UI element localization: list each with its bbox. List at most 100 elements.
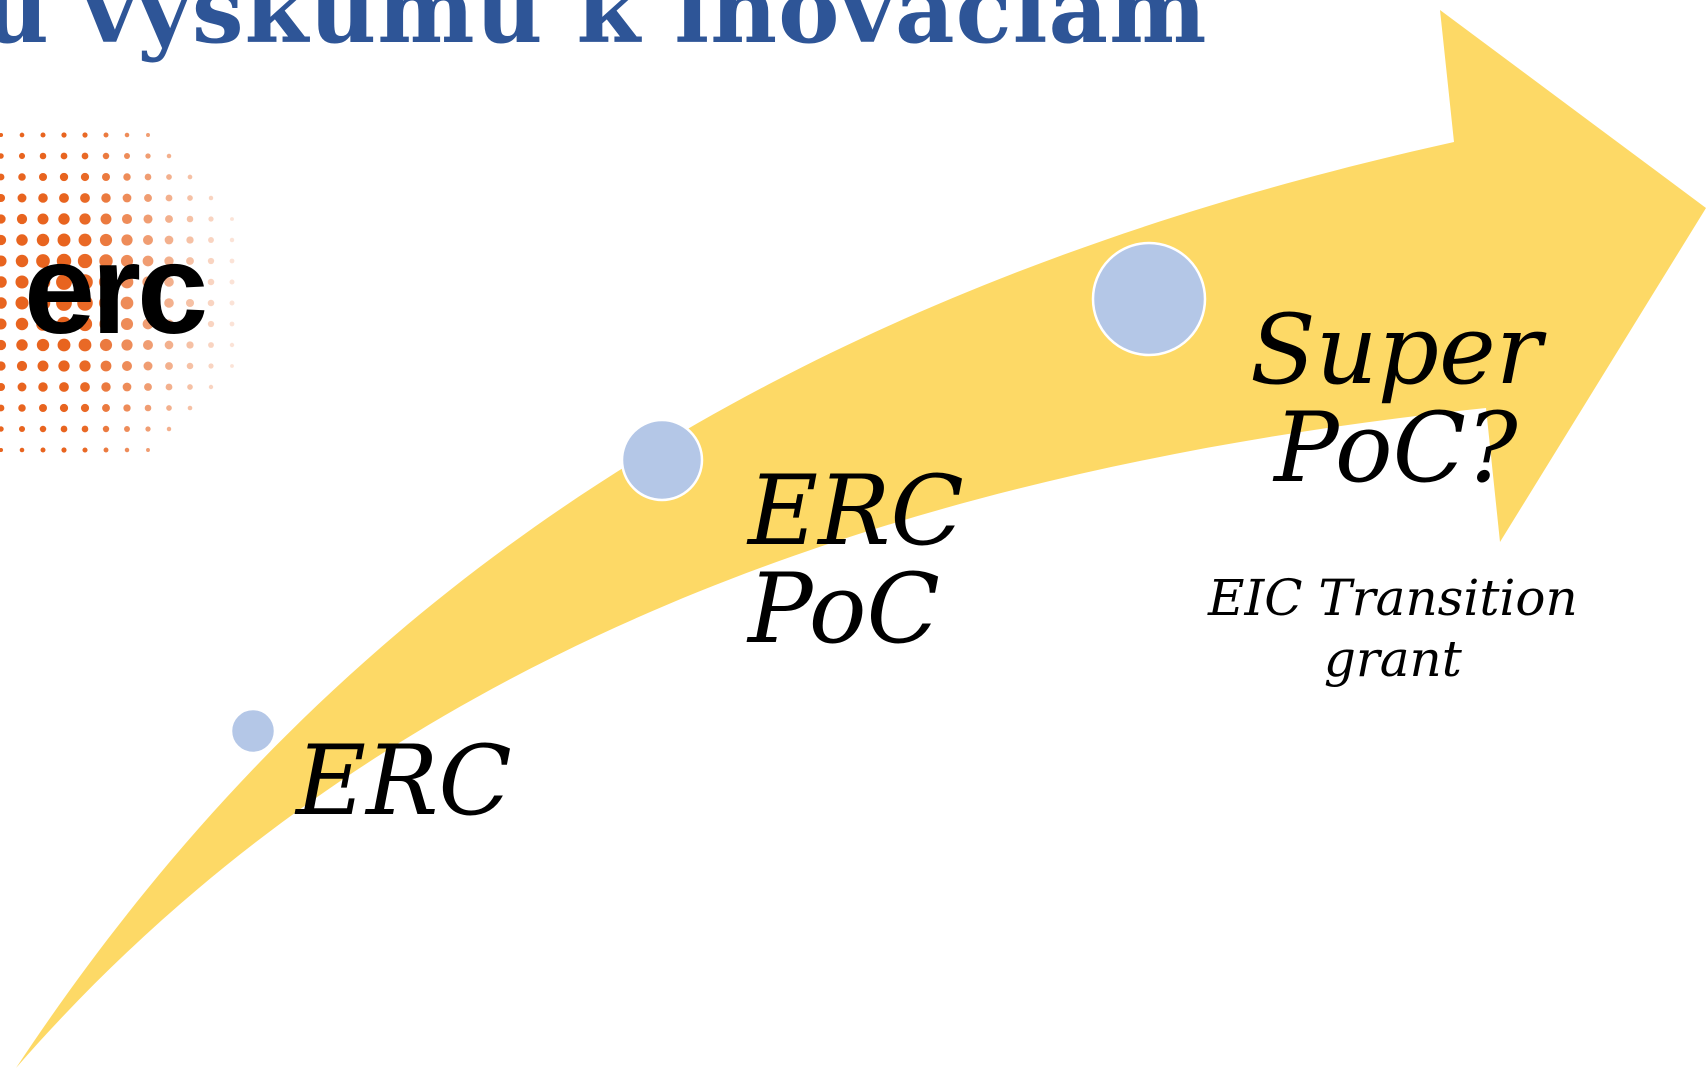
logo-dot xyxy=(35,274,51,290)
logo-dot xyxy=(143,361,153,371)
stage-label-line: Super xyxy=(1250,294,1542,406)
erc-logo-dots xyxy=(0,132,235,453)
logo-dot xyxy=(102,152,110,160)
logo-dot xyxy=(166,153,172,159)
logo-dot xyxy=(39,425,47,433)
logo-dot xyxy=(0,214,6,224)
logo-dot xyxy=(60,152,68,160)
logo-dot xyxy=(124,426,130,432)
logo-dot xyxy=(0,234,7,246)
logo-dot xyxy=(99,233,113,247)
logo-dot xyxy=(80,382,90,392)
logo-dot xyxy=(36,254,50,268)
logo-dot xyxy=(229,279,235,285)
logo-dot xyxy=(0,153,4,159)
logo-dot xyxy=(59,403,69,413)
logo-dot xyxy=(80,193,90,203)
logo-dot xyxy=(166,426,172,432)
stage-note-line: grant xyxy=(1323,630,1462,688)
logo-dot xyxy=(61,132,67,138)
logo-dot xyxy=(120,254,134,268)
logo-dot xyxy=(57,338,71,352)
logo-dot xyxy=(0,297,7,309)
logo-dot xyxy=(207,257,215,265)
logo-dot xyxy=(38,382,48,392)
logo-dot xyxy=(185,298,195,308)
logo-dot xyxy=(56,295,72,311)
logo-dot xyxy=(145,153,151,159)
logo-dot xyxy=(229,237,235,243)
logo-dot xyxy=(120,275,134,289)
logo-dot xyxy=(99,254,113,268)
curved-arrow xyxy=(16,10,1706,1068)
logo-dot xyxy=(164,319,174,329)
logo-dot xyxy=(0,173,5,181)
logo-dot xyxy=(17,382,27,392)
logo-dot xyxy=(121,213,133,225)
logo-dot xyxy=(36,338,50,352)
logo-dot xyxy=(103,447,109,453)
stage-label-super-poc: Super PoC? xyxy=(1250,294,1542,498)
logo-dot xyxy=(36,317,50,331)
logo-dot xyxy=(123,173,131,181)
logo-dot xyxy=(142,234,154,246)
logo-dot xyxy=(229,321,235,327)
logo-dot xyxy=(17,193,27,203)
logo-dot xyxy=(121,234,133,246)
logo-dot xyxy=(165,362,173,370)
logo-dot xyxy=(77,253,93,269)
logo-dot xyxy=(0,318,7,330)
logo-dot xyxy=(230,217,234,221)
logo-dot xyxy=(208,237,214,243)
stage-note-eic-transition: EIC Transition grant xyxy=(1208,568,1578,690)
erc-logo-text: erc xyxy=(24,218,208,361)
slide-title: u výskumu k inováciám xyxy=(0,0,1208,64)
logo-dot xyxy=(165,383,173,391)
logo-dot xyxy=(100,360,112,372)
logo-dot xyxy=(186,257,194,265)
logo-dot xyxy=(186,341,194,349)
logo-dot xyxy=(0,255,7,267)
logo-dot xyxy=(59,193,69,203)
stage-note-line: EIC Transition xyxy=(1208,569,1578,627)
logo-dot xyxy=(166,405,172,411)
logo-dot xyxy=(79,360,91,372)
logo-dot xyxy=(187,405,193,411)
logo-dot xyxy=(99,338,113,352)
logo-dot xyxy=(208,363,214,369)
logo-dot xyxy=(56,274,72,290)
logo-dot xyxy=(60,425,68,433)
logo-dot xyxy=(144,404,152,412)
logo-dot xyxy=(102,173,110,181)
logo-dot xyxy=(144,194,152,202)
logo-dot xyxy=(18,425,26,433)
logo-dot xyxy=(207,278,215,286)
logo-dot xyxy=(208,384,214,390)
logo-dot xyxy=(165,194,173,202)
logo-dot xyxy=(0,276,7,288)
logo-dot xyxy=(165,215,173,223)
logo-dot xyxy=(121,360,133,372)
logo-dot xyxy=(81,425,89,433)
logo-dot xyxy=(124,447,130,453)
logo-dot xyxy=(37,213,49,225)
logo-dot xyxy=(80,403,90,413)
logo-dot xyxy=(187,384,193,390)
logo-dot xyxy=(56,316,72,332)
logo-dot xyxy=(101,382,111,392)
logo-dot xyxy=(187,195,193,201)
stage-label-line: ERC xyxy=(296,725,512,837)
logo-dot xyxy=(82,132,88,138)
logo-dot xyxy=(102,404,110,412)
logo-dot xyxy=(56,253,72,269)
logo-dot xyxy=(142,276,154,288)
logo-dot xyxy=(57,233,71,247)
logo-dot xyxy=(16,213,28,225)
logo-dot xyxy=(99,317,113,331)
logo-dot xyxy=(38,172,48,182)
logo-dot xyxy=(229,300,235,306)
logo-dot xyxy=(146,448,150,452)
logo-dot xyxy=(58,213,70,225)
logo-dot xyxy=(208,195,214,201)
